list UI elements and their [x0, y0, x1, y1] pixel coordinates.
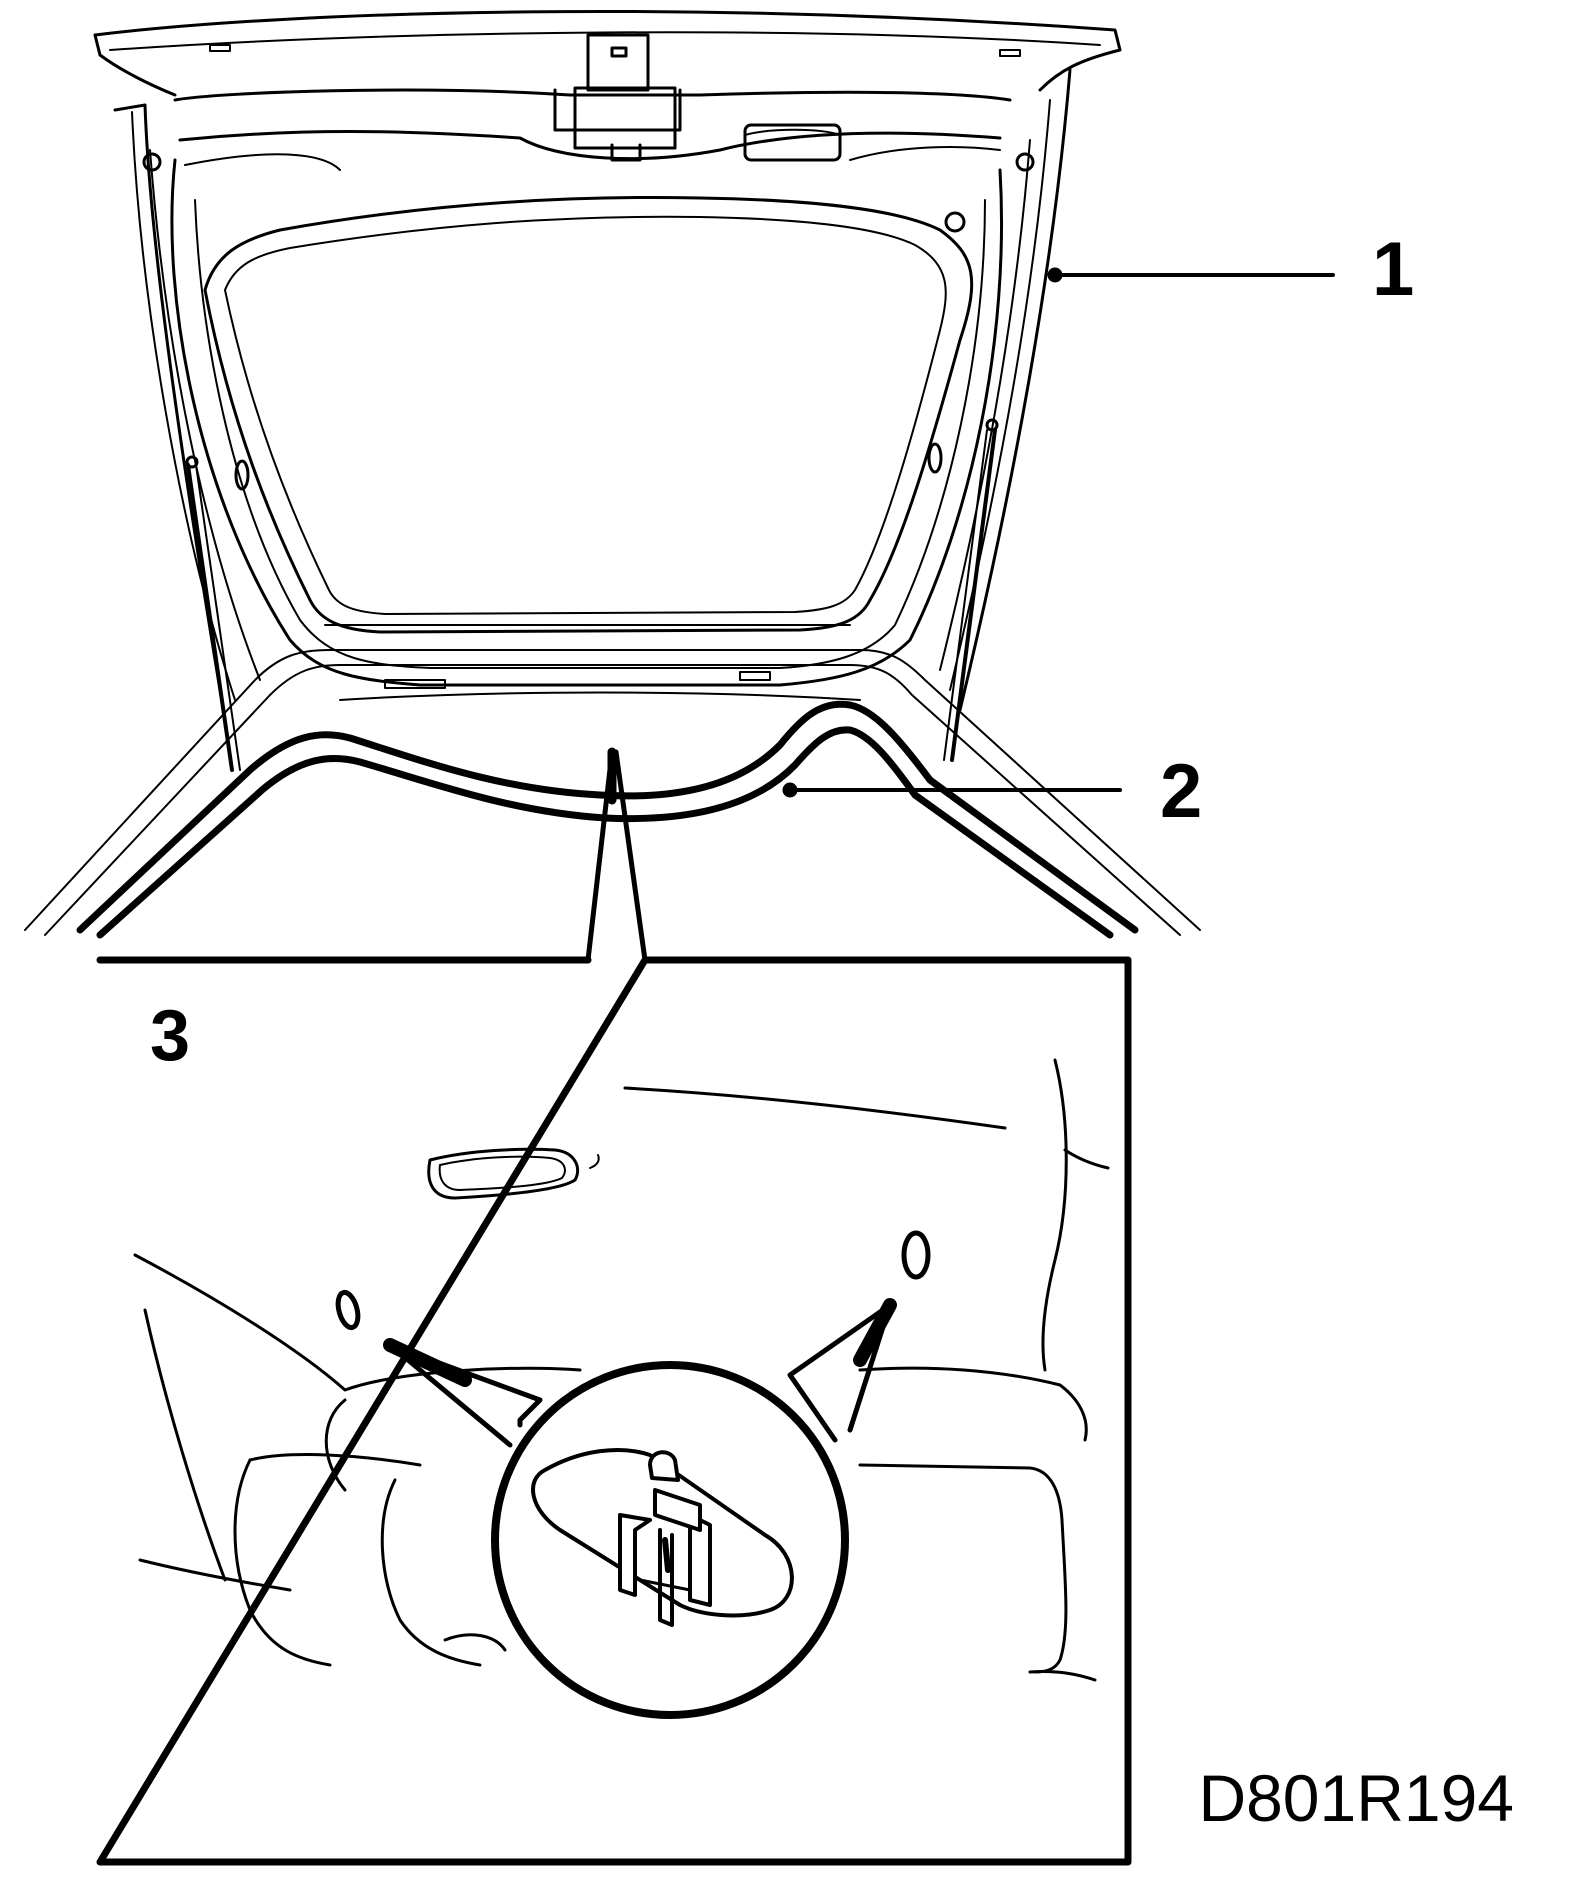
callout-label-1: 1	[1372, 227, 1415, 312]
callout-label-3: 3	[150, 996, 191, 1076]
boot-seal	[24, 649, 1201, 939]
detail-box	[96, 956, 1132, 1866]
figure-code: D801R194	[1198, 1761, 1514, 1835]
tailgate	[93, 10, 1122, 772]
callout-label-2: 2	[1160, 749, 1203, 834]
